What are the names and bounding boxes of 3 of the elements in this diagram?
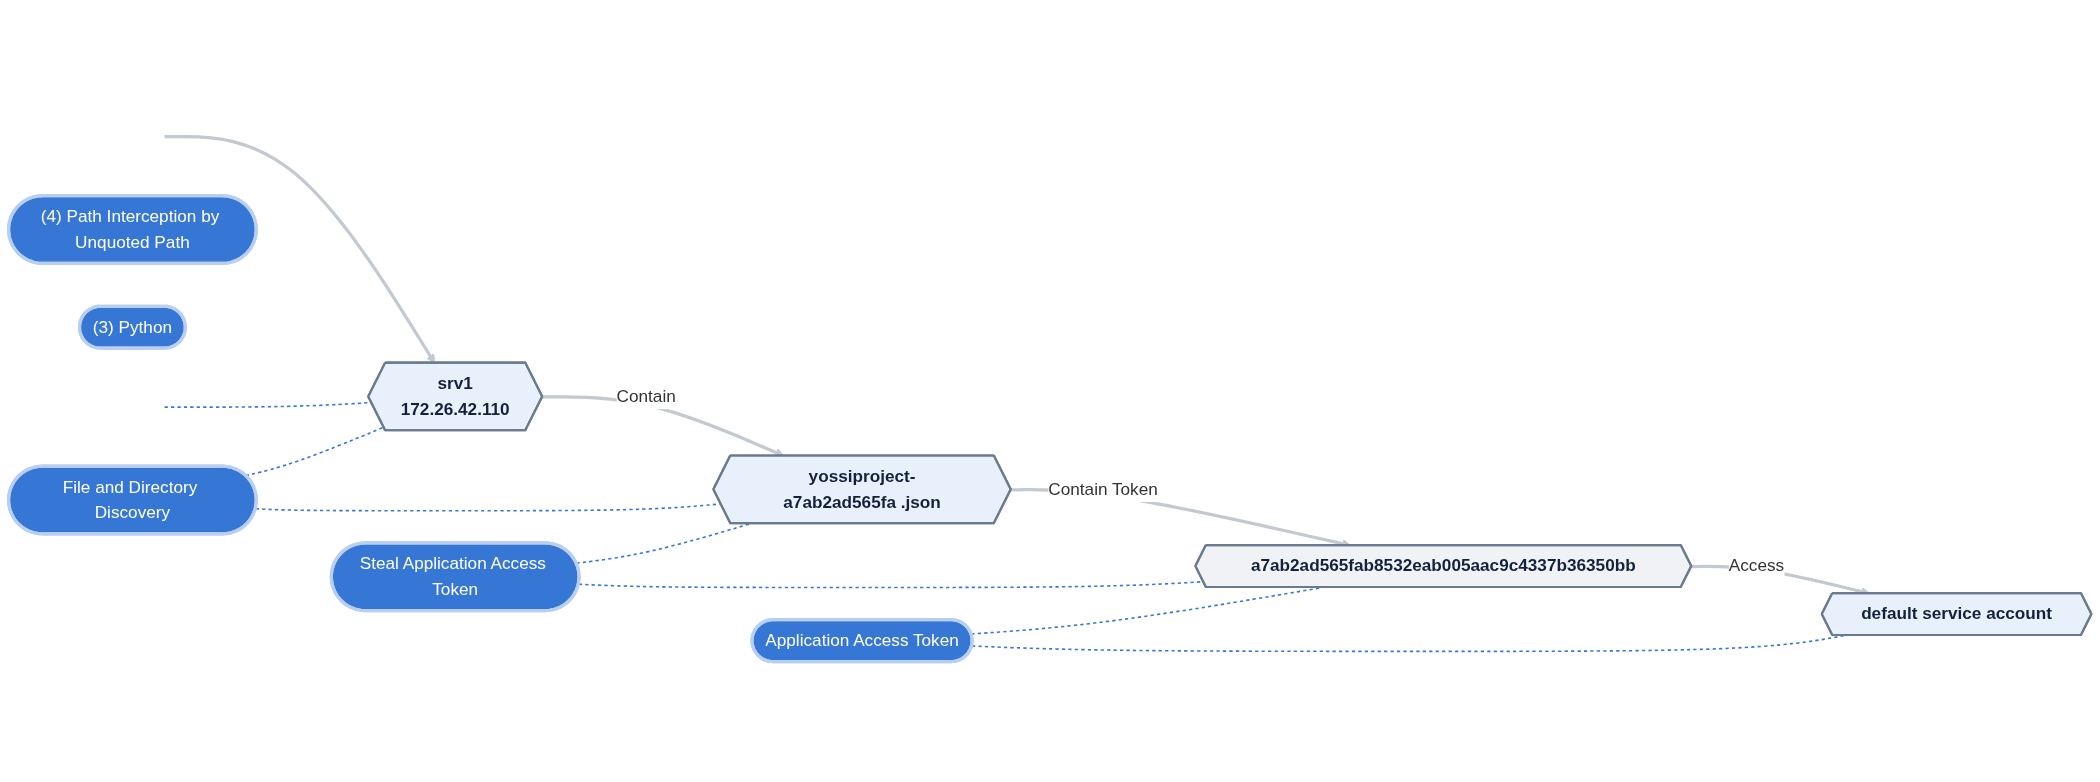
edge-label: Contain (616, 386, 676, 405)
edge-label: Contain Token (1048, 479, 1158, 498)
edge-label: Access (1728, 556, 1785, 575)
